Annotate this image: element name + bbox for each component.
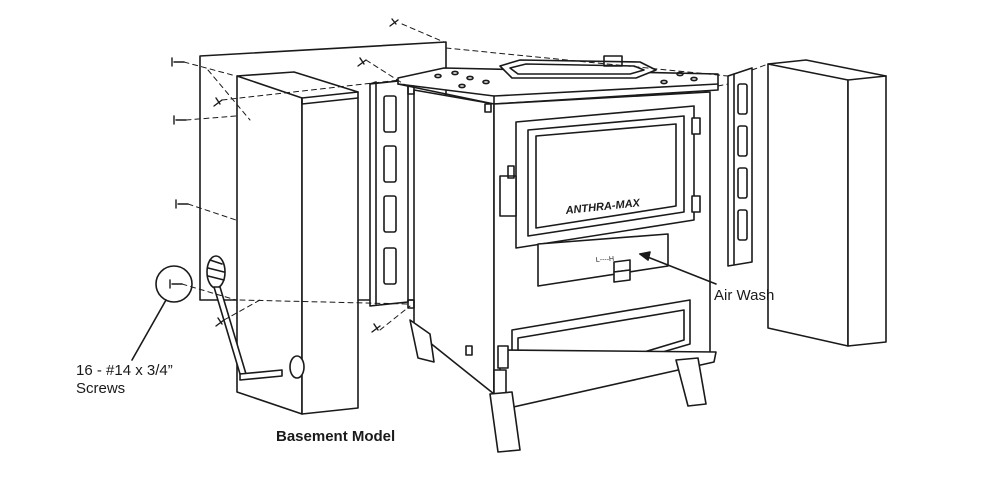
stove-legs bbox=[409, 319, 707, 453]
air-wash-scale: L----H bbox=[596, 256, 615, 264]
screw-icon bbox=[357, 57, 367, 67]
shaker-handle bbox=[206, 255, 283, 381]
diagram-caption: Basement Model bbox=[276, 428, 396, 445]
air-wash-callout bbox=[639, 251, 717, 285]
glass-door bbox=[499, 105, 701, 249]
right-side-panel bbox=[767, 59, 887, 347]
left-side-panel bbox=[236, 71, 359, 415]
screw-icon bbox=[213, 97, 223, 107]
screw-callout bbox=[131, 265, 193, 361]
screws-label: 16 - #14 x 3/4” Screws bbox=[76, 362, 173, 398]
right-vent-strip bbox=[727, 67, 753, 267]
assembly-lines bbox=[181, 23, 769, 331]
screws bbox=[169, 18, 399, 333]
screw-icon bbox=[171, 57, 185, 67]
ash-pan-door bbox=[493, 299, 717, 411]
screw-icon bbox=[175, 199, 189, 209]
screw-icon bbox=[173, 115, 187, 125]
air-wash-label: Air Wash bbox=[714, 287, 775, 304]
screws-label-line2: Screws bbox=[76, 380, 126, 397]
screw-icon bbox=[389, 18, 399, 27]
air-wash-plate bbox=[537, 233, 669, 287]
left-vent-strip bbox=[369, 79, 409, 307]
screw-icon bbox=[215, 317, 225, 327]
screw-icon bbox=[371, 323, 381, 333]
screws-label-line1: 16 - #14 x 3/4” bbox=[76, 362, 173, 379]
screw-icon bbox=[169, 279, 183, 289]
